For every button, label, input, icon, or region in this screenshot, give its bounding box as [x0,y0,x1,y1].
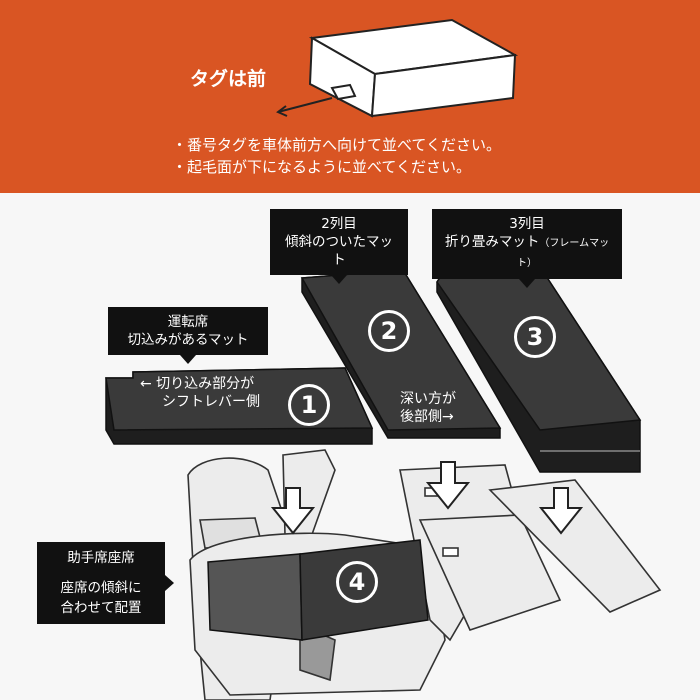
label-driver: 運転席 切込みがあるマット [108,307,268,364]
mat-number-3: 3 [514,316,556,358]
label-passenger: 助手席座席 座席の傾斜に 合わせて配置 [37,542,174,624]
mat-number-1: 1 [288,384,330,426]
box-illustration [308,18,519,118]
instruction-pile-down: ・起毛面が下になるように並べてください。 [172,158,471,176]
instruction-list: ・番号タグを車体前方へ向けて並べてください。 ・起毛面が下になるように並べてくだ… [172,134,501,178]
label-passenger-line1: 助手席座席 [67,550,135,566]
label-row3-main: 折り畳みマット [444,234,540,250]
mat-number-2: 2 [368,310,410,352]
mat2-note-line2: 後部側→ [400,409,454,425]
label-row2: 2列目 傾斜のついたマット [270,209,408,284]
mat-number-4: 4 [336,561,378,603]
label-row2-line1: 2列目 [321,216,357,232]
label-row3-sub: （フレームマット） [517,238,610,269]
label-row3-line2: 折り畳みマット（フレームマット） [442,233,612,273]
tag-front-title: タグは前 [190,68,267,90]
instruction-tag-direction: ・番号タグを車体前方へ向けて並べてください。 [172,136,501,154]
mat1-note: ← 切り込み部分が シフトレバー側 [140,375,260,411]
mat-3 [436,267,642,473]
down-arrow-icon [270,461,584,535]
label-passenger-line3: 合わせて配置 [60,600,142,616]
mat2-note: 深い方が 後部側→ [400,390,456,426]
arrow-to-tag-icon [276,97,333,117]
label-driver-line2: 切込みがあるマット [127,332,249,348]
label-row3-line1: 3列目 [509,216,545,232]
label-passenger-line2: 座席の傾斜に [60,580,142,596]
label-driver-line1: 運転席 [167,314,209,330]
mat1-note-line2: シフトレバー側 [162,394,260,410]
label-row3: 3列目 折り畳みマット（フレームマット） [432,209,622,288]
mat2-note-line1: 深い方が [400,391,456,407]
label-row2-line2: 傾斜のついたマット [285,234,393,268]
mat1-note-line1: ← 切り込み部分が [140,376,255,392]
